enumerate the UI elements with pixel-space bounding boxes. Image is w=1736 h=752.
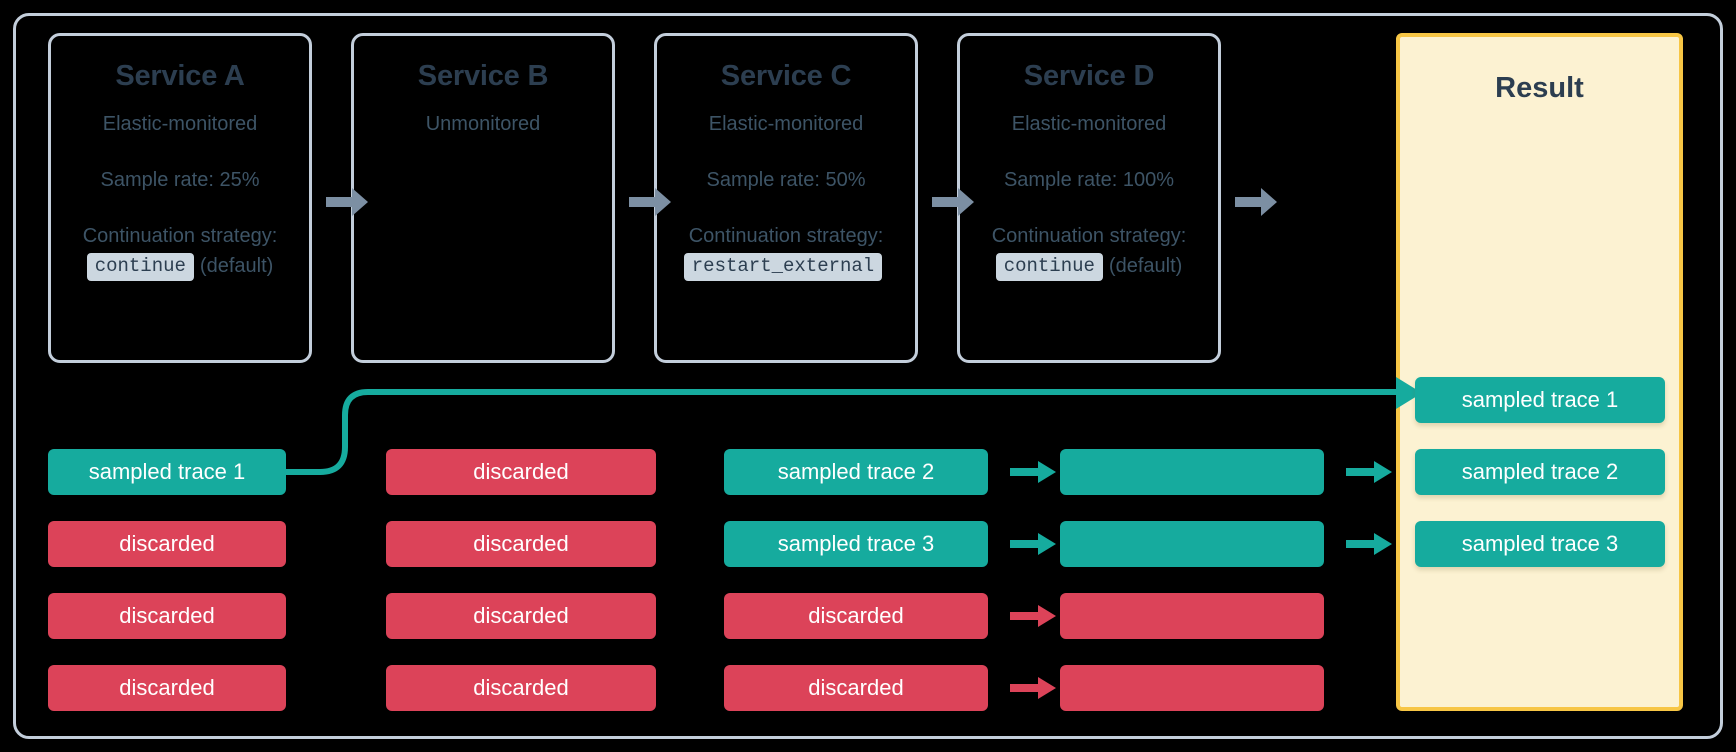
service-box-d: Service D Elastic-monitored Sample rate:… bbox=[957, 33, 1221, 363]
result-pill-1: sampled trace 1 bbox=[1415, 377, 1665, 423]
trace-pill-a-2: discarded bbox=[48, 521, 286, 567]
service-a-strategy-note: (default) bbox=[199, 255, 274, 278]
service-box-b: Service B Unmonitored bbox=[351, 33, 615, 363]
trace-pill-d-4 bbox=[1060, 665, 1324, 711]
trace-pill-c-2: sampled trace 3 bbox=[724, 521, 988, 567]
service-d-strategy-row: continue (default) bbox=[960, 252, 1218, 282]
trace-pill-d-3 bbox=[1060, 593, 1324, 639]
service-a-sample-rate: Sample rate: 25% bbox=[100, 169, 260, 192]
service-b-title: Service B bbox=[417, 60, 549, 92]
service-a-strategy-code: continue bbox=[86, 252, 194, 282]
service-b-monitoring: Unmonitored bbox=[425, 113, 541, 136]
service-c-strategy-code: restart_external bbox=[683, 252, 883, 282]
service-d-strategy-note: (default) bbox=[1108, 255, 1183, 278]
trace-arrow-c4-to-d4 bbox=[1010, 675, 1056, 701]
service-d-sample-rate: Sample rate: 100% bbox=[1003, 169, 1175, 192]
trace-pill-d-1 bbox=[1060, 449, 1324, 495]
service-c-monitoring: Elastic-monitored bbox=[708, 113, 864, 136]
trace-pill-b-2: discarded bbox=[386, 521, 656, 567]
trace-pill-b-1: discarded bbox=[386, 449, 656, 495]
trace-arrow-d2-to-result3 bbox=[1346, 531, 1392, 557]
service-a-title: Service A bbox=[115, 60, 245, 92]
service-a-monitoring: Elastic-monitored bbox=[102, 113, 258, 136]
service-d-strategy-label: Continuation strategy: bbox=[991, 225, 1187, 248]
service-c-title: Service C bbox=[720, 60, 852, 92]
trace-pill-b-3: discarded bbox=[386, 593, 656, 639]
trace-pill-a-3: discarded bbox=[48, 593, 286, 639]
service-box-a: Service A Elastic-monitored Sample rate:… bbox=[48, 33, 312, 363]
trace-pill-a-4: discarded bbox=[48, 665, 286, 711]
trace-pill-b-4: discarded bbox=[386, 665, 656, 711]
service-d-strategy-code: continue bbox=[995, 252, 1103, 282]
flow-arrow-d-to-result bbox=[1235, 185, 1277, 219]
trace-arrow-c1-to-d1 bbox=[1010, 459, 1056, 485]
trace-arrow-c3-to-d3 bbox=[1010, 603, 1056, 629]
service-a-strategy-row: continue (default) bbox=[51, 252, 309, 282]
trace-pill-d-2 bbox=[1060, 521, 1324, 567]
service-c-sample-rate: Sample rate: 50% bbox=[706, 169, 866, 192]
service-c-strategy-row: restart_external bbox=[657, 252, 915, 282]
service-a-strategy-label: Continuation strategy: bbox=[82, 225, 278, 248]
trace-arrow-d1-to-result2 bbox=[1346, 459, 1392, 485]
trace-arrow-c2-to-d2 bbox=[1010, 531, 1056, 557]
result-title: Result bbox=[1495, 72, 1584, 104]
trace-pill-c-1: sampled trace 2 bbox=[724, 449, 988, 495]
result-pill-3: sampled trace 3 bbox=[1415, 521, 1665, 567]
result-panel: Result bbox=[1396, 33, 1683, 711]
result-pill-2: sampled trace 2 bbox=[1415, 449, 1665, 495]
flow-arrow-a-to-b bbox=[326, 185, 368, 219]
service-d-monitoring: Elastic-monitored bbox=[1011, 113, 1167, 136]
flow-arrow-c-to-d bbox=[932, 185, 974, 219]
service-c-strategy-label: Continuation strategy: bbox=[688, 225, 884, 248]
trace-pill-c-4: discarded bbox=[724, 665, 988, 711]
flow-arrow-b-to-c bbox=[629, 185, 671, 219]
trace-pill-a-1: sampled trace 1 bbox=[48, 449, 286, 495]
service-box-c: Service C Elastic-monitored Sample rate:… bbox=[654, 33, 918, 363]
trace-pill-c-3: discarded bbox=[724, 593, 988, 639]
service-d-title: Service D bbox=[1023, 60, 1155, 92]
